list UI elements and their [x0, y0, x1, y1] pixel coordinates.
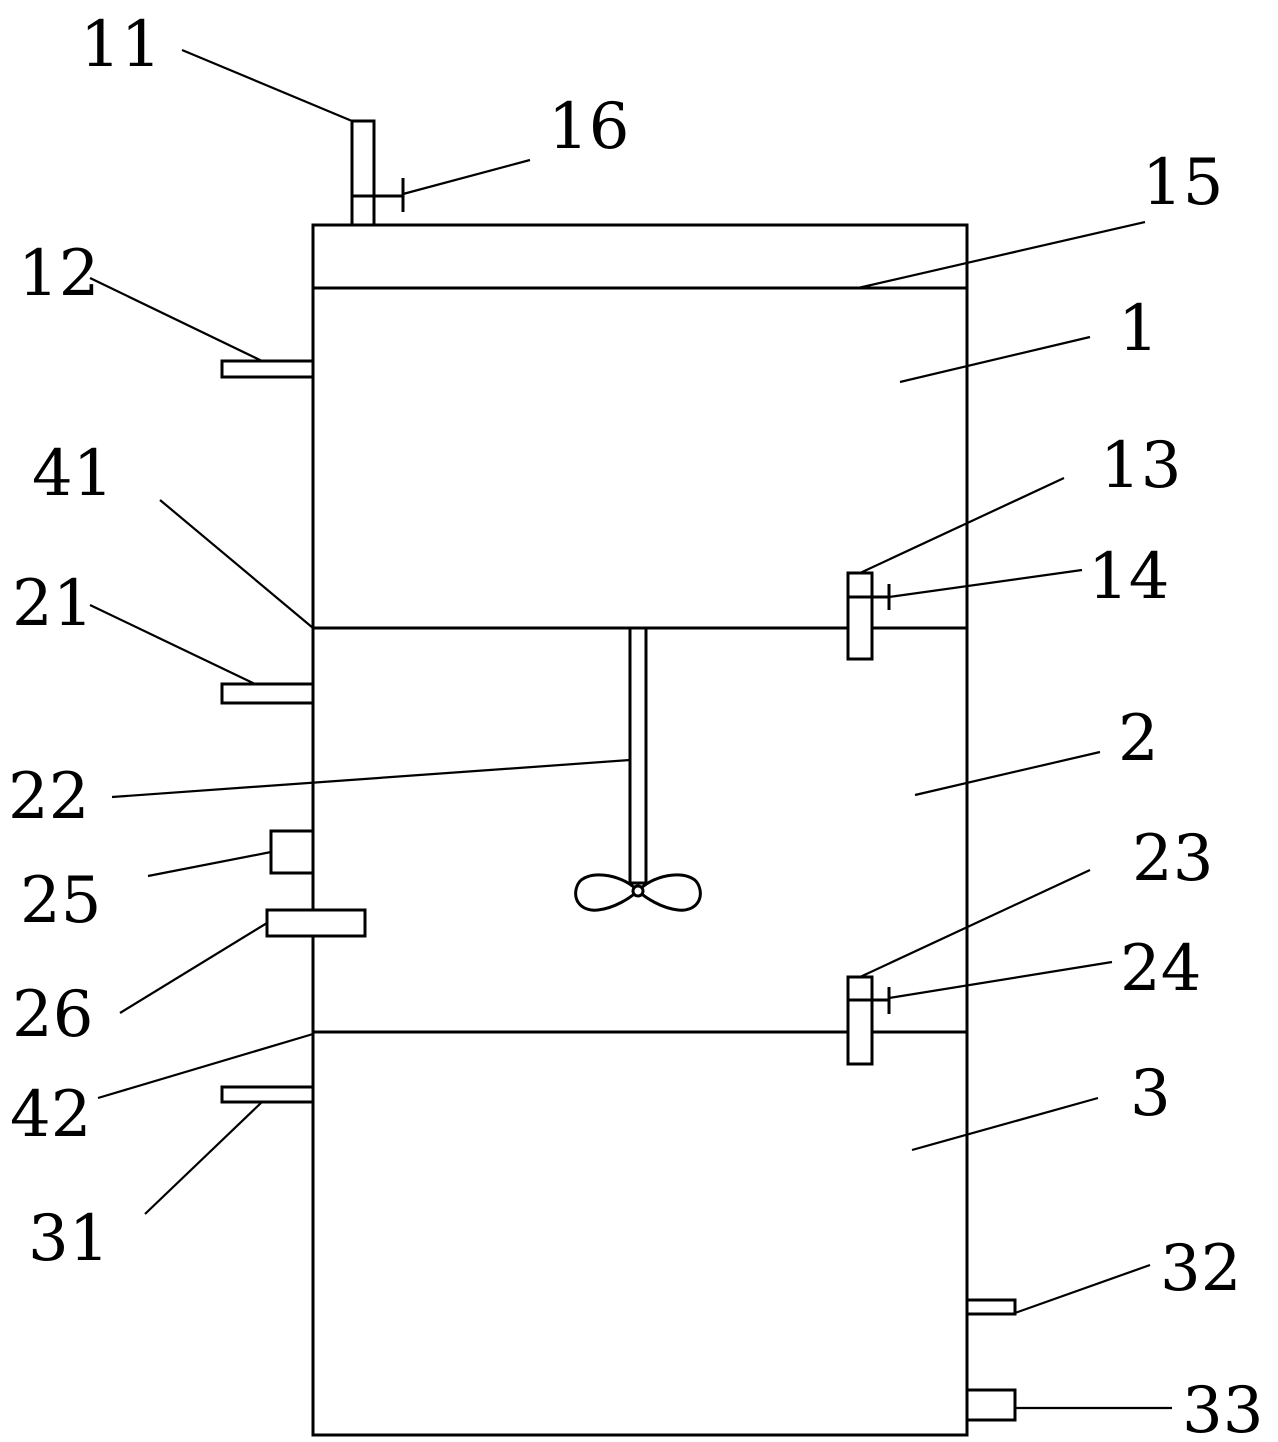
- leader-1: [899, 335, 1091, 384]
- pipe-12: [220, 359, 315, 379]
- component-25: [269, 829, 315, 875]
- leader-31: [144, 1101, 263, 1215]
- component-26: [265, 908, 367, 938]
- leader-42: [97, 1032, 314, 1100]
- label-21: 21: [12, 567, 93, 641]
- leader-3: [911, 1096, 1099, 1152]
- pipe-31: [220, 1085, 315, 1104]
- valve-13: [846, 571, 874, 661]
- label-26: 26: [12, 978, 93, 1052]
- label-32: 32: [1160, 1232, 1241, 1306]
- label-25: 25: [20, 864, 101, 938]
- label-24: 24: [1120, 932, 1201, 1006]
- label-33: 33: [1182, 1374, 1263, 1442]
- leader-32: [1014, 1263, 1151, 1315]
- leader-13: [859, 477, 1065, 574]
- leader-14: [888, 568, 1083, 599]
- leader-15: [857, 220, 1146, 290]
- label-41: 41: [32, 437, 113, 511]
- stirrer-hub: [631, 884, 645, 898]
- leader-24: [888, 960, 1113, 1000]
- valve-23: [846, 975, 874, 1066]
- leader-41: [159, 499, 314, 629]
- stirrer-blade-right: [635, 873, 702, 912]
- inlet-pipe-11: [350, 119, 376, 227]
- reference-labels: 11 16 15 12 1 41 13 14 21 2 22 25 23 26 …: [8, 8, 1263, 1442]
- outlet-32: [965, 1298, 1017, 1316]
- leader-23: [859, 869, 1091, 978]
- label-31: 31: [28, 1202, 109, 1276]
- leader-lines: [89, 48, 1172, 1410]
- stirrer-shaft-22: [628, 626, 648, 885]
- label-1: 1: [1118, 292, 1159, 366]
- leader-2: [914, 750, 1101, 797]
- label-42: 42: [10, 1078, 91, 1152]
- leader-22: [111, 758, 631, 799]
- leader-12: [89, 277, 263, 362]
- label-11: 11: [80, 8, 161, 82]
- label-15: 15: [1142, 146, 1223, 220]
- label-12: 12: [18, 237, 99, 311]
- leader-25: [147, 850, 272, 878]
- label-16: 16: [548, 90, 629, 164]
- pipe-21: [220, 682, 315, 705]
- label-23: 23: [1132, 822, 1213, 896]
- label-22: 22: [8, 760, 89, 834]
- leader-16: [402, 158, 531, 196]
- label-14: 14: [1088, 540, 1169, 614]
- label-2: 2: [1118, 702, 1159, 776]
- leader-11: [181, 48, 353, 123]
- leader-21: [89, 604, 256, 685]
- leader-26: [119, 922, 268, 1014]
- stirrer-blade-left: [574, 873, 641, 912]
- outlet-33: [965, 1388, 1017, 1422]
- label-13: 13: [1100, 429, 1181, 503]
- label-3: 3: [1130, 1057, 1171, 1131]
